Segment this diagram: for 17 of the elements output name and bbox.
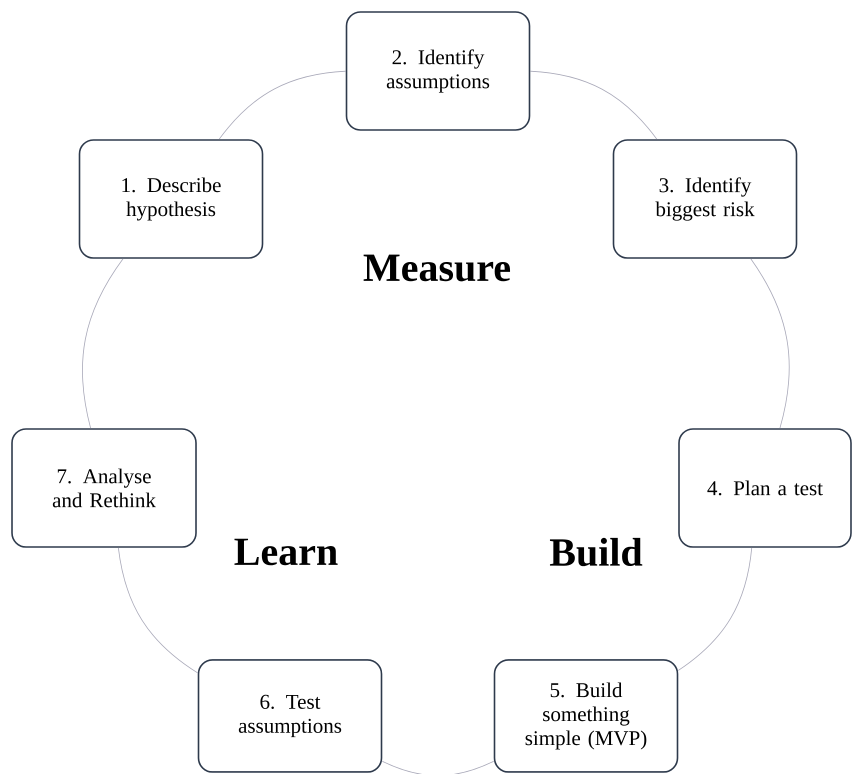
phase-label: Learn: [234, 538, 338, 566]
connector-arc: [382, 760, 494, 774]
process-box: 5. Build something simple (MVP): [494, 659, 678, 773]
process-box: 7. Analyse and Rethink: [11, 428, 197, 548]
connector-arc: [118, 547, 198, 674]
connector-arc: [530, 70, 658, 140]
connector-arc: [82, 258, 124, 429]
process-box: 2. Identify assumptions: [346, 11, 530, 131]
process-box: 1. Describe hypothesis: [78, 139, 264, 259]
connector-arc: [218, 70, 346, 140]
process-box: 3. Identify biggest risk: [612, 139, 798, 259]
connector-arc: [678, 547, 752, 671]
connector-arc: [750, 258, 790, 429]
process-box: 4. Plan a test: [678, 428, 852, 548]
process-box: 6. Test assumptions: [198, 659, 382, 773]
phase-label: Measure: [364, 254, 510, 282]
phase-label: Build: [550, 538, 642, 566]
